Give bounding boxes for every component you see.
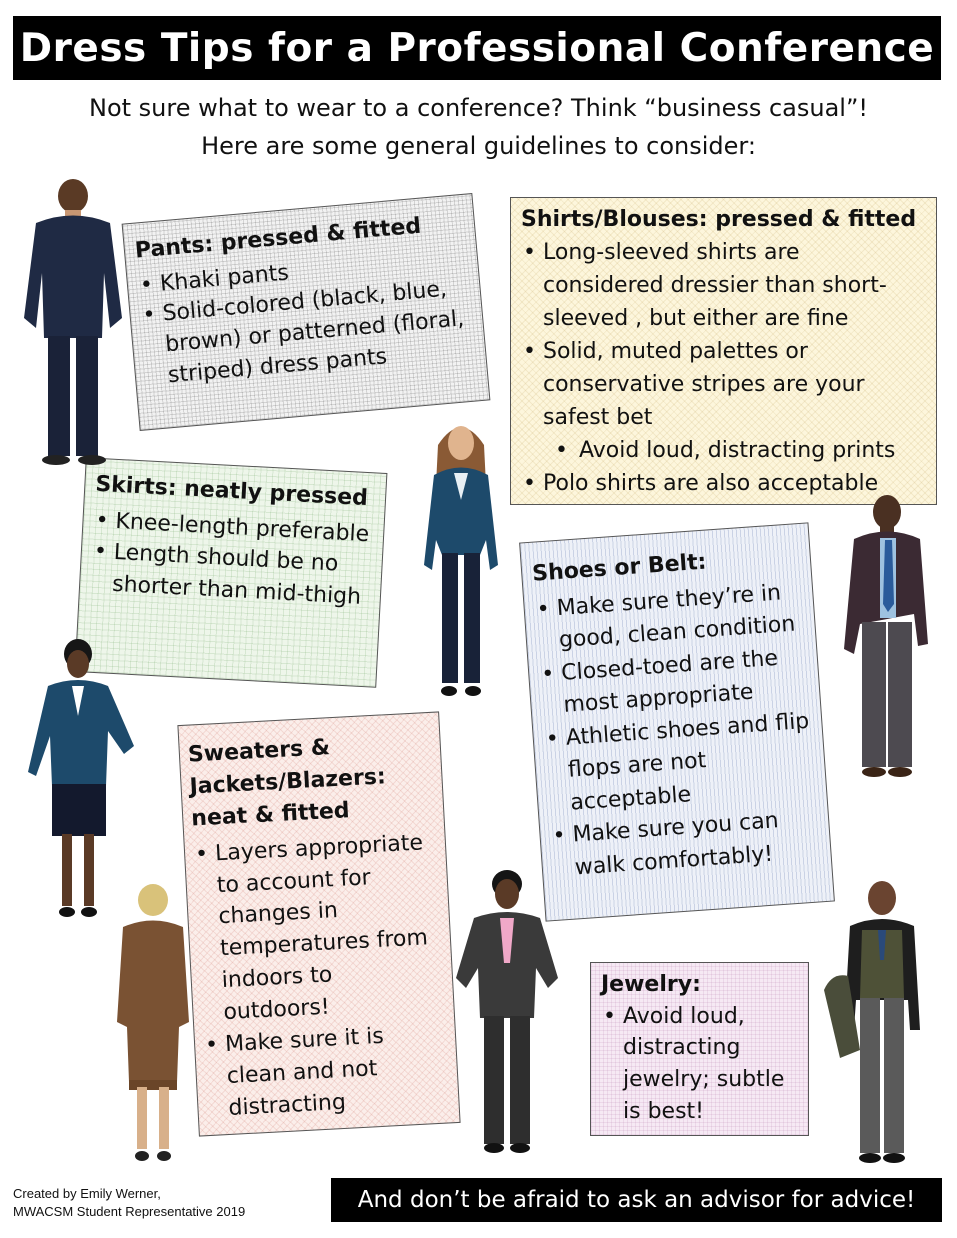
- woman-teal-blazer-skirt-illustration: [28, 636, 138, 926]
- page-title-text: Dress Tips for a Professional Conference: [19, 25, 935, 71]
- advice-banner: And don’t be afraid to ask an advisor fo…: [331, 1178, 942, 1222]
- shirts-item: Solid, muted palettes or conservative st…: [521, 335, 926, 434]
- sweaters-card: Sweaters & Jackets/Blazers: neat & fitte…: [177, 711, 461, 1137]
- jewelry-card: Jewelry: Avoid loud, distracting jewelry…: [590, 962, 809, 1136]
- credit-line-2: MWACSM Student Representative 2019: [13, 1203, 246, 1219]
- shoes-list: Make sure they’re in good, clean conditi…: [534, 575, 822, 886]
- woman-gray-blazer-illustration: [452, 868, 562, 1158]
- pants-list: Khaki pants Solid-colored (black, blue, …: [137, 242, 476, 393]
- credit-block: Created by Emily Werner, MWACSM Student …: [13, 1185, 245, 1220]
- man-olive-vest-illustration: [820, 880, 930, 1170]
- shoes-card: Shoes or Belt: Make sure they’re in good…: [519, 522, 835, 922]
- shirts-subitem: Avoid loud, distracting prints: [521, 434, 926, 467]
- sweaters-list: Layers appropriate to account for change…: [192, 826, 451, 1125]
- jewelry-heading: Jewelry:: [601, 972, 701, 997]
- skirts-item: Length should be no shorter than mid-thi…: [89, 536, 372, 614]
- shirts-card: Shirts/Blouses: pressed & fitted Long-sl…: [510, 197, 937, 505]
- jewelry-item: Avoid loud, distracting jewelry; subtle …: [601, 1001, 798, 1129]
- sweaters-item: Layers appropriate to account for change…: [192, 826, 446, 1030]
- subtitle-line-1: Not sure what to wear to a conference? T…: [88, 94, 869, 122]
- sweaters-item: Make sure it is clean and not distractin…: [202, 1017, 451, 1125]
- subtitle-line-2: Here are some general guidelines to cons…: [201, 132, 756, 160]
- woman-teal-blazer-illustration: [416, 415, 506, 705]
- page-title: Dress Tips for a Professional Conference: [13, 16, 941, 80]
- pants-card: Pants: pressed & fitted Khaki pants Soli…: [121, 193, 491, 431]
- woman-brown-coat-illustration: [113, 882, 193, 1172]
- advice-banner-text: And don’t be afraid to ask an advisor fo…: [357, 1187, 916, 1213]
- credit-line-1: Created by Emily Werner,: [13, 1186, 161, 1201]
- shirts-item: Long-sleeved shirts are considered dress…: [521, 236, 926, 335]
- shirts-heading: Shirts/Blouses: pressed & fitted: [521, 207, 917, 232]
- man-navy-suit-illustration: [18, 178, 128, 468]
- sweaters-heading: Sweaters & Jackets/Blazers: neat & fitte…: [187, 735, 387, 832]
- shoes-item: Athletic shoes and flip flops are not ac…: [543, 705, 817, 821]
- skirts-list: Knee-length preferable Length should be …: [89, 504, 374, 614]
- shirts-item: Polo shirts are also acceptable: [521, 467, 926, 500]
- jewelry-list: Avoid loud, distracting jewelry; subtle …: [601, 1001, 798, 1129]
- man-maroon-jacket-illustration: [842, 494, 932, 784]
- shirts-list: Long-sleeved shirts are considered dress…: [521, 236, 926, 500]
